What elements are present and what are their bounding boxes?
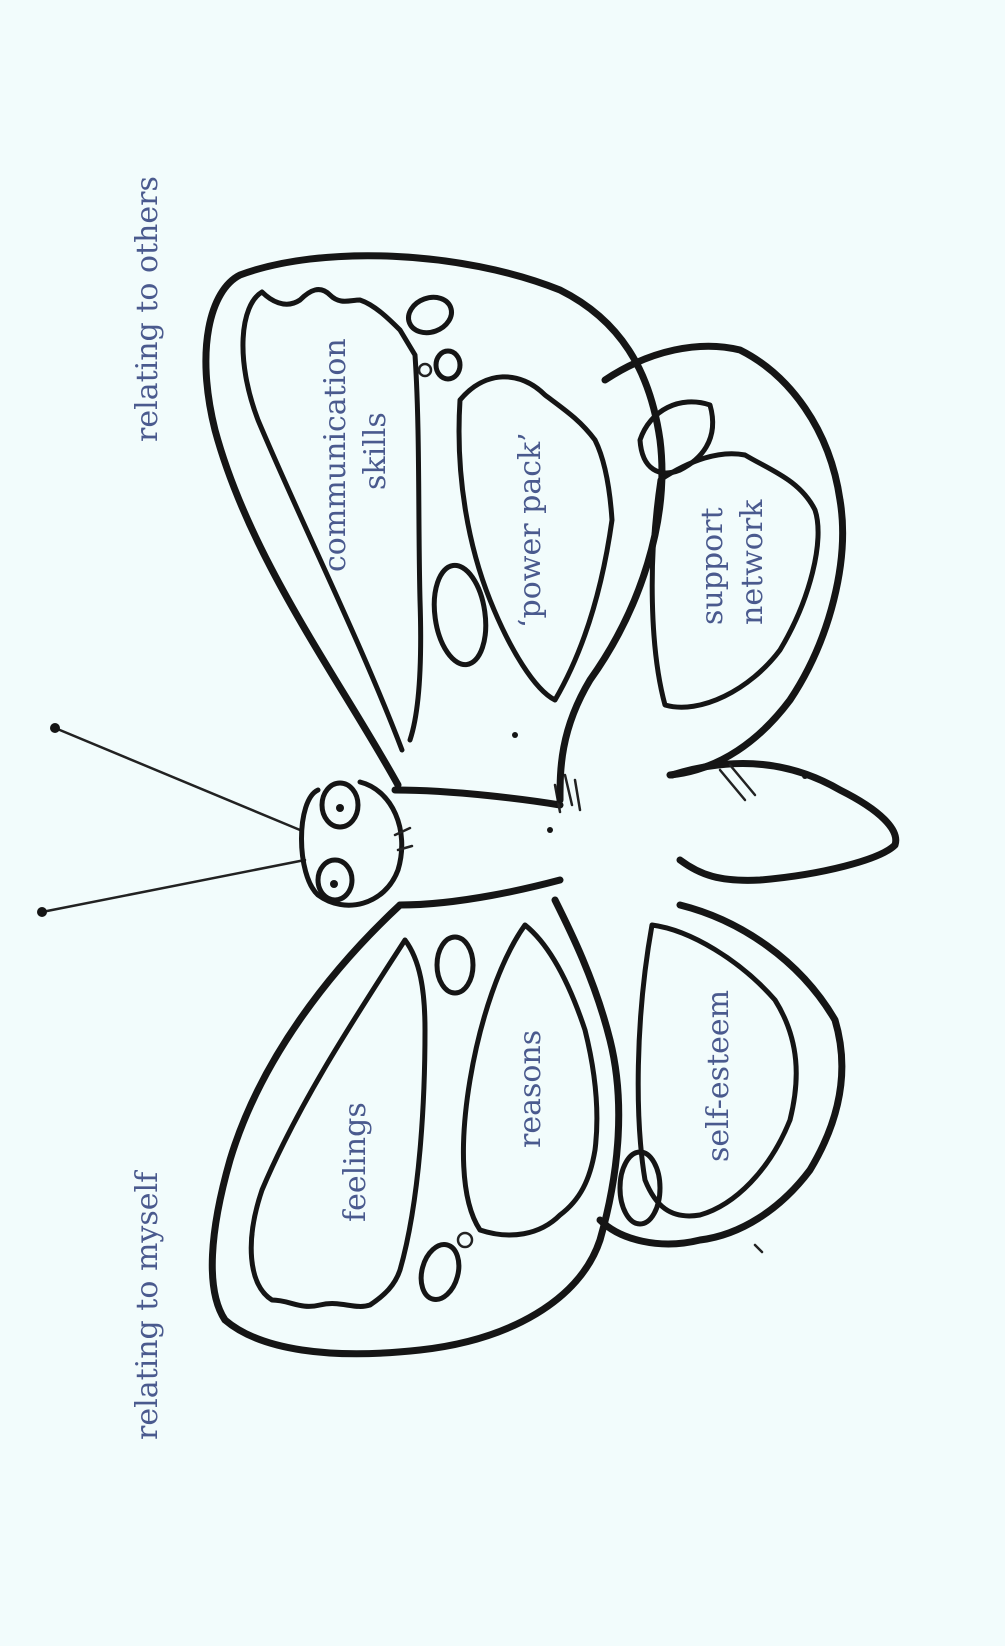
label-skills: skills [358,412,393,490]
butterfly-body [395,732,580,905]
label-self-esteem: self-esteem [701,990,736,1162]
label-reasons: reasons [513,1030,548,1148]
label-relating-to-others: relating to others [130,176,165,442]
label-power-pack: ‘power pack’ [513,432,548,628]
butterfly-head [302,782,413,905]
label-relating-to-myself: relating to myself [130,1170,165,1440]
wing-lower-top [212,900,618,1354]
label-network: network [735,499,770,625]
label-communication: communication [318,338,353,572]
wing-upper-top [206,256,662,800]
label-support: support [695,507,730,625]
label-feelings: feelings [338,1102,373,1222]
antennae [37,723,305,917]
